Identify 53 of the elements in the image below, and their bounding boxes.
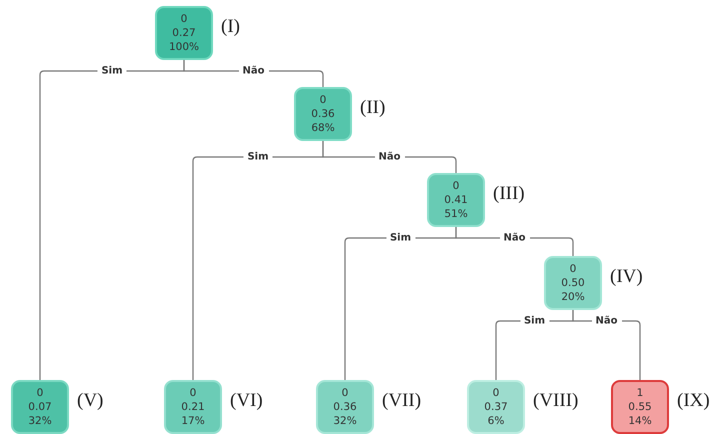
- tree-node-box: [155, 6, 213, 60]
- node-value: 14%: [628, 414, 652, 428]
- tree-node-box: [316, 380, 374, 434]
- node-numeral: (III): [493, 183, 525, 205]
- node-numeral: (I): [221, 16, 240, 38]
- node-value: 68%: [311, 121, 335, 135]
- tree-node-box: [427, 173, 485, 227]
- node-value: 0: [452, 179, 460, 193]
- node-value: 0: [36, 386, 44, 400]
- node-numeral: (II): [360, 97, 386, 119]
- node-value: 0.07: [28, 400, 52, 414]
- tree-node-box: [294, 87, 352, 141]
- node-value: 6%: [488, 414, 504, 428]
- edge-label: Sim: [520, 316, 550, 326]
- node-numeral: (VIII): [533, 390, 578, 412]
- node-value: 20%: [561, 290, 585, 304]
- node-value: 17%: [181, 414, 205, 428]
- node-numeral: (VII): [382, 390, 422, 412]
- node-value: 0.55: [628, 400, 652, 414]
- node-value: 0.27: [172, 26, 196, 40]
- node-value: 0: [570, 262, 576, 276]
- tree-node-box: [164, 380, 222, 434]
- node-value: 0.50: [561, 276, 585, 290]
- edge-label: Sim: [243, 152, 273, 162]
- node-value: 0: [190, 386, 196, 400]
- node-numeral: (IX): [677, 390, 710, 412]
- node-value: 0.36: [311, 107, 335, 121]
- tree-node-box: [611, 380, 669, 434]
- node-value: 32%: [333, 414, 357, 428]
- node-value: 100%: [168, 40, 200, 54]
- node-value: 1: [636, 386, 644, 400]
- edge-label: Sim: [97, 66, 127, 76]
- edge-label: Não: [374, 152, 404, 162]
- node-value: 0.21: [181, 400, 205, 414]
- node-value: 0: [342, 386, 348, 400]
- tree-node-box: [467, 380, 525, 434]
- node-value: 0.37: [484, 400, 508, 414]
- node-value: 0: [320, 93, 326, 107]
- edge-label: Sim: [386, 232, 416, 244]
- node-value: 0.41: [444, 193, 468, 207]
- node-value: 32%: [28, 414, 52, 428]
- edge-label: Não: [238, 66, 268, 76]
- node-value: 0.36: [333, 400, 357, 414]
- node-value: 51%: [444, 207, 468, 221]
- node-value: 0: [180, 12, 188, 26]
- tree-node-box: [544, 256, 602, 310]
- node-numeral: (VI): [230, 390, 263, 412]
- node-numeral: (IV): [610, 266, 643, 288]
- node-value: 0: [492, 386, 500, 400]
- edge-label: Não: [592, 316, 622, 326]
- node-numeral: (V): [77, 390, 104, 412]
- tree-node-box: [11, 380, 69, 434]
- edge-label: Não: [500, 232, 530, 244]
